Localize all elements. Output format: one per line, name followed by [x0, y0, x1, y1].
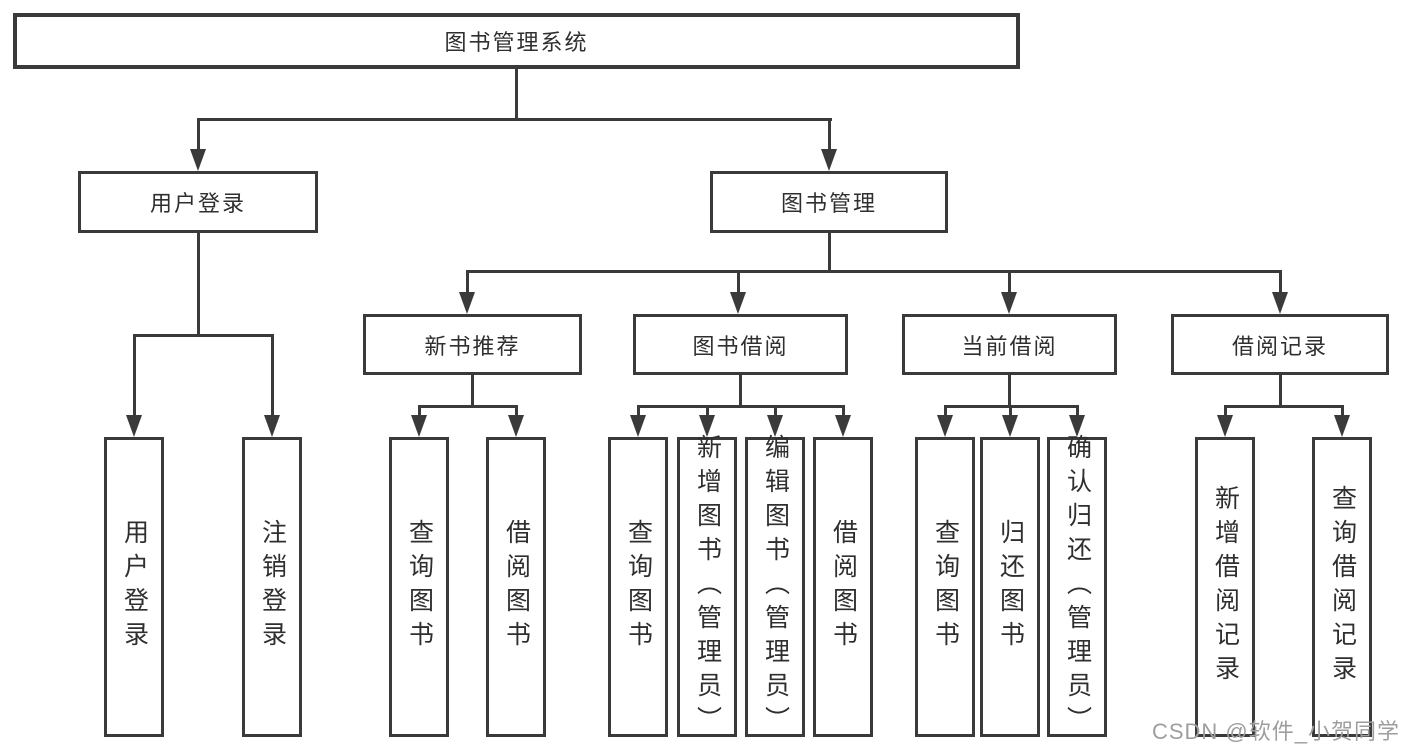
arrowhead-down-icon [459, 292, 475, 314]
node-book-management: 图书管理 [710, 171, 948, 233]
node-label: 图书管理 [780, 191, 877, 216]
connector-line [1224, 405, 1343, 408]
connector-line [1279, 270, 1282, 294]
arrowhead-down-icon [264, 415, 280, 437]
connector-line [828, 118, 831, 151]
leaf-user-login: 用户登录 [104, 437, 164, 737]
node-user-login: 用户登录 [78, 171, 318, 233]
arrowhead-down-icon [1334, 415, 1350, 437]
node-label: 新增图书（管理员） [693, 434, 722, 740]
leaf-records-add-borrow-record: 新增借阅记录 [1195, 437, 1255, 737]
arrowhead-down-icon [630, 415, 646, 437]
leaf-newbook-borrow-books: 借阅图书 [486, 437, 546, 737]
leaf-current-confirm-return-admin: 确认归还（管理员） [1047, 434, 1107, 740]
leaf-borrowing-borrow-books: 借阅图书 [813, 437, 873, 737]
leaf-current-query-books: 查询图书 [915, 437, 975, 737]
connector-line [706, 405, 709, 417]
node-label: 查询图书 [405, 519, 434, 655]
arrowhead-down-icon [767, 415, 783, 437]
arrowhead-down-icon [1069, 415, 1085, 437]
arrowhead-down-icon [699, 415, 715, 437]
leaf-records-query-borrow-record: 查询借阅记录 [1312, 437, 1372, 737]
node-new-book-recommendation: 新书推荐 [363, 314, 582, 375]
connector-line [133, 334, 136, 416]
connector-line [1008, 375, 1011, 407]
connector-line [1279, 375, 1282, 407]
csdn-watermark: CSDN @软件_小贺同学 [1151, 719, 1400, 744]
node-root-library-management-system: 图书管理系统 [13, 13, 1020, 69]
connector-line [1008, 270, 1011, 294]
node-label: 当前借阅 [961, 333, 1058, 359]
leaf-newbook-query-books: 查询图书 [389, 437, 449, 737]
node-label: 编辑图书（管理员） [761, 434, 790, 740]
arrowhead-down-icon [730, 292, 746, 314]
arrowhead-down-icon [1002, 415, 1018, 437]
connector-line [133, 334, 274, 337]
node-label: 查询借阅记录 [1328, 485, 1357, 689]
node-borrowing-records: 借阅记录 [1171, 314, 1389, 375]
node-label: 借阅记录 [1231, 333, 1328, 359]
arrowhead-down-icon [1272, 292, 1288, 314]
connector-line [466, 270, 1282, 273]
arrowhead-down-icon [1001, 292, 1017, 314]
node-label: 归还图书 [996, 519, 1025, 655]
connector-line [1341, 405, 1344, 417]
connector-line [739, 375, 742, 407]
leaf-current-return-books: 归还图书 [980, 437, 1040, 737]
arrowhead-down-icon [937, 415, 953, 437]
node-current-borrowing: 当前借阅 [902, 314, 1117, 375]
arrowhead-down-icon [190, 149, 206, 171]
node-label: 借阅图书 [829, 519, 858, 655]
node-book-borrowing: 图书借阅 [633, 314, 848, 375]
connector-line [271, 334, 274, 416]
connector-line [1076, 405, 1079, 417]
connector-line [944, 405, 947, 417]
connector-line [197, 118, 200, 151]
connector-line [197, 118, 832, 121]
connector-line [737, 270, 740, 294]
connector-line [197, 233, 200, 336]
connector-line [471, 375, 474, 407]
leaf-borrowing-query-books: 查询图书 [608, 437, 668, 737]
connector-line [828, 233, 831, 272]
connector-line [1224, 405, 1227, 417]
leaf-borrowing-add-books-admin: 新增图书（管理员） [677, 434, 737, 740]
arrowhead-down-icon [835, 415, 851, 437]
arrowhead-down-icon [411, 415, 427, 437]
leaf-borrowing-edit-books-admin: 编辑图书（管理员） [745, 434, 805, 740]
connector-line [637, 405, 844, 408]
connector-line [637, 405, 640, 417]
connector-line [418, 405, 421, 417]
node-label: 用户登录 [120, 519, 149, 655]
leaf-logout: 注销登录 [242, 437, 302, 737]
node-label: 图书管理系统 [444, 30, 589, 55]
node-label: 确认归还（管理员） [1063, 434, 1092, 740]
connector-line [1009, 405, 1012, 417]
connector-line [842, 405, 845, 417]
node-label: 查询图书 [931, 519, 960, 655]
connector-line [515, 405, 518, 417]
node-label: 用户登录 [149, 191, 246, 216]
node-label: 新书推荐 [424, 333, 521, 359]
node-label: 借阅图书 [502, 519, 531, 655]
arrowhead-down-icon [1217, 415, 1233, 437]
arrowhead-down-icon [508, 415, 524, 437]
node-label: 新增借阅记录 [1211, 485, 1240, 689]
node-label: 查询图书 [624, 519, 653, 655]
node-label: 注销登录 [258, 519, 287, 655]
connector-line [466, 270, 469, 294]
connector-line [418, 405, 518, 408]
connector-line [774, 405, 777, 417]
arrowhead-down-icon [126, 415, 142, 437]
arrowhead-down-icon [821, 149, 837, 171]
connector-line [515, 69, 518, 118]
node-label: 图书借阅 [692, 333, 789, 359]
